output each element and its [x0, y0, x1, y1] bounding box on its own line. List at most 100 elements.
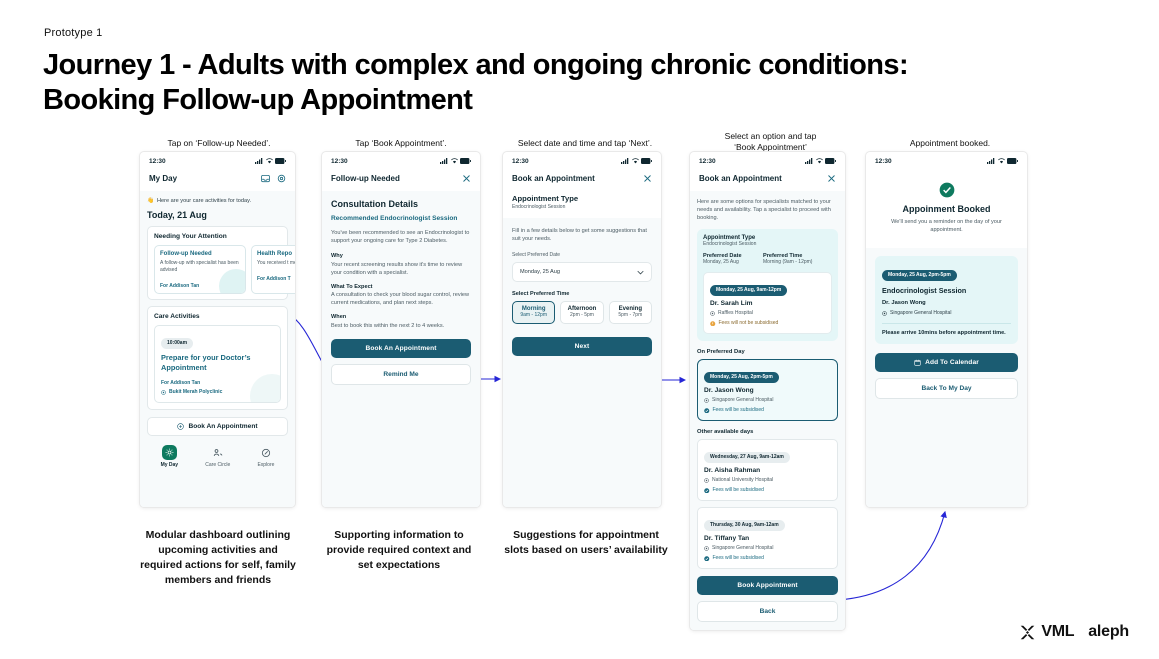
screen1-navbar: My Day: [140, 170, 295, 191]
inbox-icon[interactable]: [261, 174, 270, 183]
slot-fee-note: Fees will be subsidised: [712, 487, 764, 493]
screen1-nav-icons: [261, 174, 286, 183]
close-icon[interactable]: [827, 174, 836, 183]
time-option-range: 9am - 12pm: [520, 312, 547, 318]
calendar-icon: [914, 359, 921, 366]
close-icon[interactable]: [643, 174, 652, 183]
page-title-line1: Journey 1 - Adults with complex and ongo…: [43, 49, 909, 81]
status-time: 12:30: [699, 157, 716, 165]
wave-icon: 👋: [147, 198, 154, 204]
slot-hospital: Raffles Hospital: [718, 310, 753, 316]
sun-icon: [161, 445, 177, 460]
location-icon: [710, 311, 715, 316]
slot-card-jason-wong[interactable]: Monday, 25 Aug, 2pm-5pm Dr. Jason Wong S…: [697, 359, 838, 421]
back-to-my-day-button[interactable]: Back To My Day: [875, 378, 1018, 399]
time-option-evening[interactable]: Evening 5pm - 7pm: [608, 301, 652, 324]
check-circle-icon: [939, 182, 954, 198]
booking-hospital: Singapore General Hospital: [890, 310, 952, 316]
slot-badge: Thursday, 30 Aug, 9am-12am: [704, 519, 785, 531]
compass-icon: [258, 445, 273, 460]
wifi-icon: [450, 158, 458, 164]
attention-card-body: You received t medical repor: [257, 260, 295, 266]
activity-for: For Addison Tan: [161, 380, 201, 386]
success-title: Appoinment Booked: [902, 204, 991, 214]
tab-explore[interactable]: Explore: [257, 445, 274, 468]
block-text: Your recent screening results show it's …: [331, 261, 463, 276]
screen3-navbar: Book an Appointment: [503, 170, 661, 191]
gear-icon[interactable]: [277, 174, 286, 183]
tab-my-day[interactable]: My Day: [161, 445, 178, 468]
preferred-date-select[interactable]: Monday, 25 Aug: [512, 262, 652, 282]
attention-card-health-report[interactable]: Health Repo You received t medical repor…: [251, 245, 295, 294]
section-other-days-title: Other available days: [697, 429, 754, 435]
footer-logos: VML aleph: [1019, 623, 1129, 641]
activity-title: Prepare for your Doctor’s Appointment: [161, 353, 251, 372]
slot-hospital-row: National University Hospital: [704, 477, 831, 484]
status-bar: 12:30: [322, 152, 480, 170]
block-text: Best to book this within the next 2 to 4…: [331, 322, 445, 329]
book-appointment-button[interactable]: Book An Appointment: [147, 417, 288, 436]
tab-care-circle[interactable]: Care Circle: [205, 445, 230, 468]
booking-note: Please arrive 10mins before appointment …: [882, 330, 1006, 336]
step-caption-2: Tap ‘Book Appointment’.: [355, 138, 447, 148]
slot-hospital-row: Singapore General Hospital: [704, 545, 831, 552]
time-option-name: Afternoon: [567, 306, 597, 312]
time-option-range: 5pm - 7pm: [618, 312, 643, 318]
check-circle-icon: [704, 487, 710, 494]
time-options-row: Morning 9am - 12pm Afternoon 2pm - 5pm E…: [512, 301, 652, 324]
time-option-afternoon[interactable]: Afternoon 2pm - 5pm: [560, 301, 604, 324]
slot-card-tiffany-tan[interactable]: Thursday, 30 Aug, 9am-12am Dr. Tiffany T…: [697, 507, 838, 569]
attention-card-title: Health Repo: [257, 251, 293, 257]
attention-card-title: Follow-up Needed: [160, 251, 212, 257]
time-option-morning[interactable]: Morning 9am - 12pm: [512, 301, 556, 324]
summary-pref-time-value: Morning (9am - 12pm): [763, 259, 813, 265]
screen4-title: Book an Appointment: [699, 174, 782, 183]
screen1-title: My Day: [149, 174, 178, 183]
slot-card-aisha-rahman[interactable]: Wednesday, 27 Aug, 9am-12am Dr. Aisha Ra…: [697, 439, 838, 501]
needing-attention-section: Needing Your Attention Follow-up Needed …: [147, 226, 295, 300]
step-caption-3: Select date and time and tap ‘Next’.: [517, 138, 653, 148]
phone-screen-3: 12:30 Book an Appointment Appointment Ty…: [503, 152, 661, 507]
slot-doctor: Dr. Tiffany Tan: [704, 535, 750, 542]
screen4-navbar: Book an Appointment: [690, 170, 845, 191]
back-button[interactable]: Back: [697, 601, 838, 622]
activity-card[interactable]: 10:00am Prepare for your Doctor’s Appoin…: [154, 325, 281, 403]
summary-card: Appointment Type Endocrinologist Session…: [697, 229, 838, 341]
summary-pref-time: Preferred Time Morning (9am - 12pm): [763, 253, 832, 266]
aleph-wordmark: aleph: [1088, 623, 1129, 640]
phone-screen-2: 12:30 Follow-up Needed Consultation Deta…: [322, 152, 480, 507]
screen4-intro: Here are some options for specialists ma…: [697, 199, 831, 221]
section-attention-title: Needing Your Attention: [154, 233, 227, 240]
attention-card-follow-up[interactable]: Follow-up Needed A follow-up with specia…: [154, 245, 246, 294]
preferred-date-value: Monday, 25 Aug: [520, 269, 561, 275]
bottom-caption-3: Suggestions for appointment slots based …: [504, 529, 668, 556]
wifi-icon: [815, 158, 823, 164]
bottom-caption-2: Supporting information to provide requir…: [326, 529, 472, 571]
add-to-calendar-label: Add To Calendar: [925, 359, 979, 366]
prototype-label: Prototype 1: [44, 27, 103, 39]
summary-appt-type-label: Appointment Type: [703, 235, 756, 241]
phone-screen-5: 12:30 Appoinment Booked We'll send you a…: [866, 152, 1027, 507]
book-appointment-button[interactable]: Book An Appointment: [331, 338, 471, 358]
time-field-label: Select Preferred Time: [512, 291, 570, 297]
activity-location-row: Bukit Merah Polyclinic: [161, 389, 274, 396]
status-time: 12:30: [149, 157, 166, 165]
slot-card-sarah-lim[interactable]: Monday, 25 Aug, 9am-12pm Dr. Sarah Lim R…: [703, 272, 832, 334]
slot-badge: Wednesday, 27 Aug, 9am-12am: [704, 451, 790, 463]
slot-fee-note: Fees will be subsidised: [712, 407, 764, 413]
book-appointment-button[interactable]: Book Appointment: [697, 576, 838, 595]
block-label: Why: [331, 253, 343, 259]
step-caption-5: Appointment booked.: [909, 138, 991, 148]
add-to-calendar-button[interactable]: Add To Calendar: [875, 353, 1018, 372]
booking-session: Endocrinologist Session: [882, 286, 967, 295]
signal-icon: [621, 158, 629, 164]
success-subtitle: We'll send you a reminder on the day of …: [891, 219, 1002, 233]
close-icon[interactable]: [462, 174, 471, 183]
attention-card-footer: For Addison T: [257, 276, 291, 282]
next-button[interactable]: Next: [512, 337, 652, 356]
status-bar: 12:30: [140, 152, 295, 170]
remind-me-button[interactable]: Remind Me: [331, 363, 471, 385]
slot-doctor: Dr. Sarah Lim: [710, 300, 753, 307]
status-indicators: [805, 158, 836, 164]
